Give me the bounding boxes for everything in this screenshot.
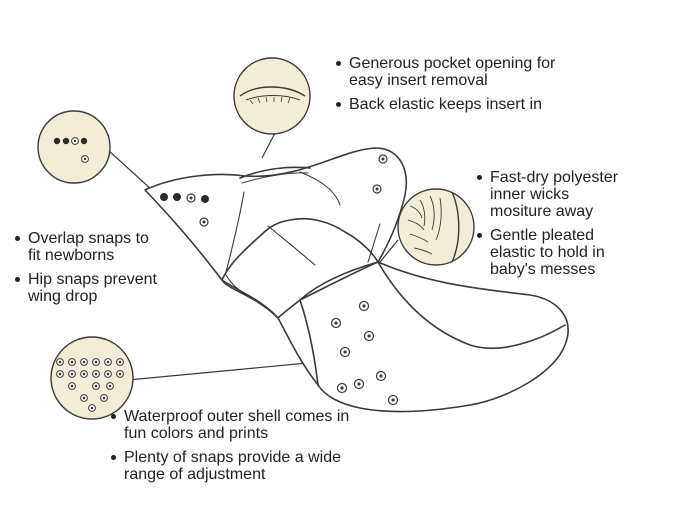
- front-snap-centers: [334, 304, 395, 402]
- snap: [53, 137, 61, 145]
- wing-snaps: [160, 154, 388, 227]
- feature-text-line: range of adjustment: [124, 466, 266, 483]
- leader-line-overlap-snaps: [107, 149, 153, 191]
- feature-pleated-elastic: Gentle pleated elastic to hold in baby's…: [477, 227, 647, 278]
- inner-feature-list: Fast-dry polyester inner wicks mositure …: [477, 169, 647, 285]
- feature-plenty-snaps: Plenty of snaps provide a wide range of …: [111, 449, 381, 483]
- feature-text-line: Hip snaps prevent: [28, 271, 157, 288]
- feature-text-line: mositure away: [490, 203, 594, 220]
- feature-text-line: Back elastic keeps insert in: [349, 96, 542, 113]
- snap: [381, 157, 385, 161]
- feature-text-line: fun colors and prints: [124, 425, 269, 442]
- feature-fast-dry-inner: Fast-dry polyester inner wicks mositure …: [477, 169, 647, 220]
- feature-text-line: Overlap snaps to: [28, 230, 149, 247]
- snap: [80, 137, 88, 145]
- feature-text-line: fit newborns: [28, 247, 115, 264]
- feature-back-elastic: Back elastic keeps insert in: [336, 96, 586, 113]
- leg-elastic: [367, 223, 381, 263]
- diaper-body: [144, 147, 569, 413]
- feature-text-line: Fast-dry polyester: [490, 169, 619, 186]
- feature-text-line: Waterproof outer shell comes in: [124, 408, 350, 425]
- leader-lines: [107, 132, 399, 381]
- leader-line-inner: [379, 239, 399, 263]
- callout-circle-pocket: [233, 57, 311, 135]
- leader-line-pocket: [261, 132, 276, 159]
- feature-text-line: Generous pocket opening for: [349, 55, 556, 72]
- feature-pocket-opening: Generous pocket opening for easy insert …: [336, 55, 586, 89]
- fold-line: [267, 225, 316, 266]
- feature-text-line: inner wicks: [490, 186, 570, 203]
- snap: [201, 195, 209, 203]
- feature-text-line: Plenty of snaps provide a wide: [124, 449, 342, 466]
- snap: [173, 193, 181, 201]
- feature-text-line: Gentle pleated: [490, 227, 595, 244]
- callout-circle-snap-grid: [50, 336, 134, 420]
- snap: [202, 220, 206, 224]
- snap: [375, 187, 379, 191]
- shell-feature-list: Waterproof outer shell comes in fun colo…: [111, 408, 381, 490]
- feature-text-line: baby's messes: [490, 261, 596, 278]
- feature-text-line: elastic to hold in: [490, 244, 605, 261]
- callout-circle-overlap-snaps: [37, 110, 111, 184]
- pocket-opening: [239, 166, 311, 179]
- pocket-feature-list: Generous pocket opening for easy insert …: [336, 55, 586, 120]
- snap: [160, 193, 168, 201]
- leader-line-shell: [127, 361, 319, 381]
- feature-text-line: easy insert removal: [349, 72, 488, 89]
- front-flap: [299, 261, 566, 386]
- snap: [189, 196, 193, 200]
- feature-overlap-snaps: Overlap snaps to fit newborns: [15, 230, 175, 264]
- snap: [62, 137, 70, 145]
- snap-feature-list: Overlap snaps to fit newborns Hip snaps …: [15, 230, 175, 312]
- leg-elastic: [225, 274, 251, 297]
- feature-hip-snaps: Hip snaps prevent wing drop: [15, 271, 175, 305]
- fold-line: [299, 171, 341, 206]
- feature-waterproof-shell: Waterproof outer shell comes in fun colo…: [111, 408, 381, 442]
- callout-circle-pleated-elastic: [397, 188, 475, 266]
- fold-line: [225, 191, 245, 273]
- feature-text-line: wing drop: [28, 288, 98, 305]
